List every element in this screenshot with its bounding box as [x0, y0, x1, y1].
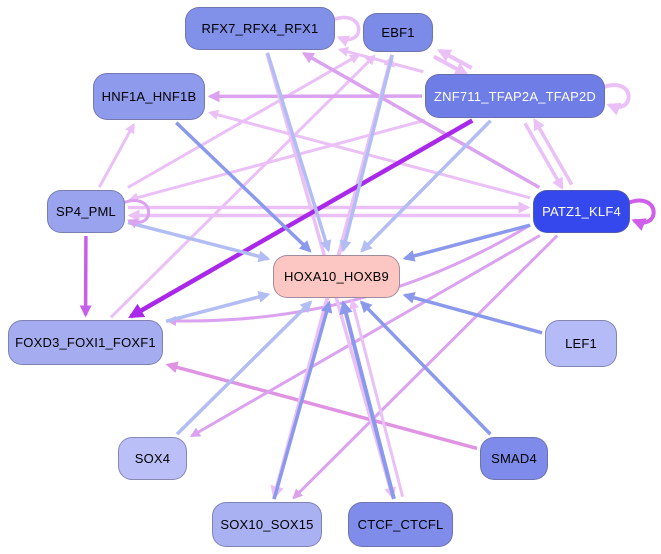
- node-sp4-pml[interactable]: SP4_PML: [47, 190, 125, 233]
- edge-znf711-to-foxd3: [128, 118, 474, 319]
- node-foxd3-foxi1-foxf1[interactable]: FOXD3_FOXI1_FOXF1: [8, 320, 163, 365]
- edge-patz1-to-znf711: [533, 118, 574, 186]
- edge-ctcf-to-hoxa10: [339, 300, 396, 500]
- node-patz1-klf4[interactable]: PATZ1_KLF4: [533, 190, 630, 233]
- edge-smad4-to-foxd3: [165, 361, 478, 451]
- node-ebf1[interactable]: EBF1: [363, 13, 433, 52]
- node-ctcf-ctcfl[interactable]: CTCF_CTCFL: [348, 502, 453, 547]
- edge-sp4-to-hoxa10: [127, 220, 271, 263]
- node-lef1[interactable]: LEF1: [545, 320, 617, 367]
- edge-hnf1a-to-hoxa10: [175, 121, 312, 253]
- self-loop-rfx7: [333, 15, 361, 47]
- edge-rfx7-to-hoxa10: [265, 52, 332, 253]
- node-smad4[interactable]: SMAD4: [480, 437, 548, 480]
- edge-sox10-to-hoxa10: [272, 300, 333, 500]
- node-znf711-tfap2a-tfap2d[interactable]: ZNF711_TFAP2A_TFAP2D: [425, 74, 605, 118]
- edge-smad4-to-hoxa10: [359, 300, 492, 436]
- node-sox10-sox15[interactable]: SOX10_SOX15: [212, 502, 322, 547]
- self-loop-patz1: [628, 198, 656, 231]
- self-loop-sp4: [123, 199, 151, 229]
- node-sox4[interactable]: SOX4: [118, 437, 187, 480]
- edge-ctcf-to-hoxa10: [349, 298, 405, 498]
- edge-znf711-to-sp4: [127, 118, 426, 203]
- edge-ebf1-to-hoxa10: [339, 54, 395, 253]
- edge-patz1-to-rfx7: [301, 51, 541, 190]
- edge-sp4-to-hnf1a: [98, 122, 135, 188]
- edge-znf711-to-patz1: [523, 122, 564, 190]
- node-hnf1a-hnf1b[interactable]: HNF1A_HNF1B: [93, 73, 205, 120]
- edge-znf711-to-rfx7: [337, 46, 424, 74]
- edge-patz1-to-sox4: [189, 234, 541, 438]
- edge-sox4-to-hoxa10: [175, 300, 313, 436]
- edge-lef1-to-hoxa10: [402, 292, 543, 335]
- node-hoxa10-hoxb9[interactable]: HOXA10_HOXB9: [273, 255, 400, 298]
- edge-znf711-to-hoxa10: [360, 119, 492, 253]
- node-rfx7-rfx4-rfx1[interactable]: RFX7_RFX4_RFX1: [185, 7, 335, 50]
- edge-ebf1-to-znf711: [433, 54, 469, 76]
- edge-patz1-to-hnf1a: [207, 109, 531, 200]
- self-loop-znf711: [603, 83, 631, 116]
- edge-foxd3-to-hoxa10: [165, 291, 271, 324]
- edge-znf711-to-ebf1: [437, 48, 473, 70]
- edge-patz1-to-hoxa10: [402, 223, 531, 262]
